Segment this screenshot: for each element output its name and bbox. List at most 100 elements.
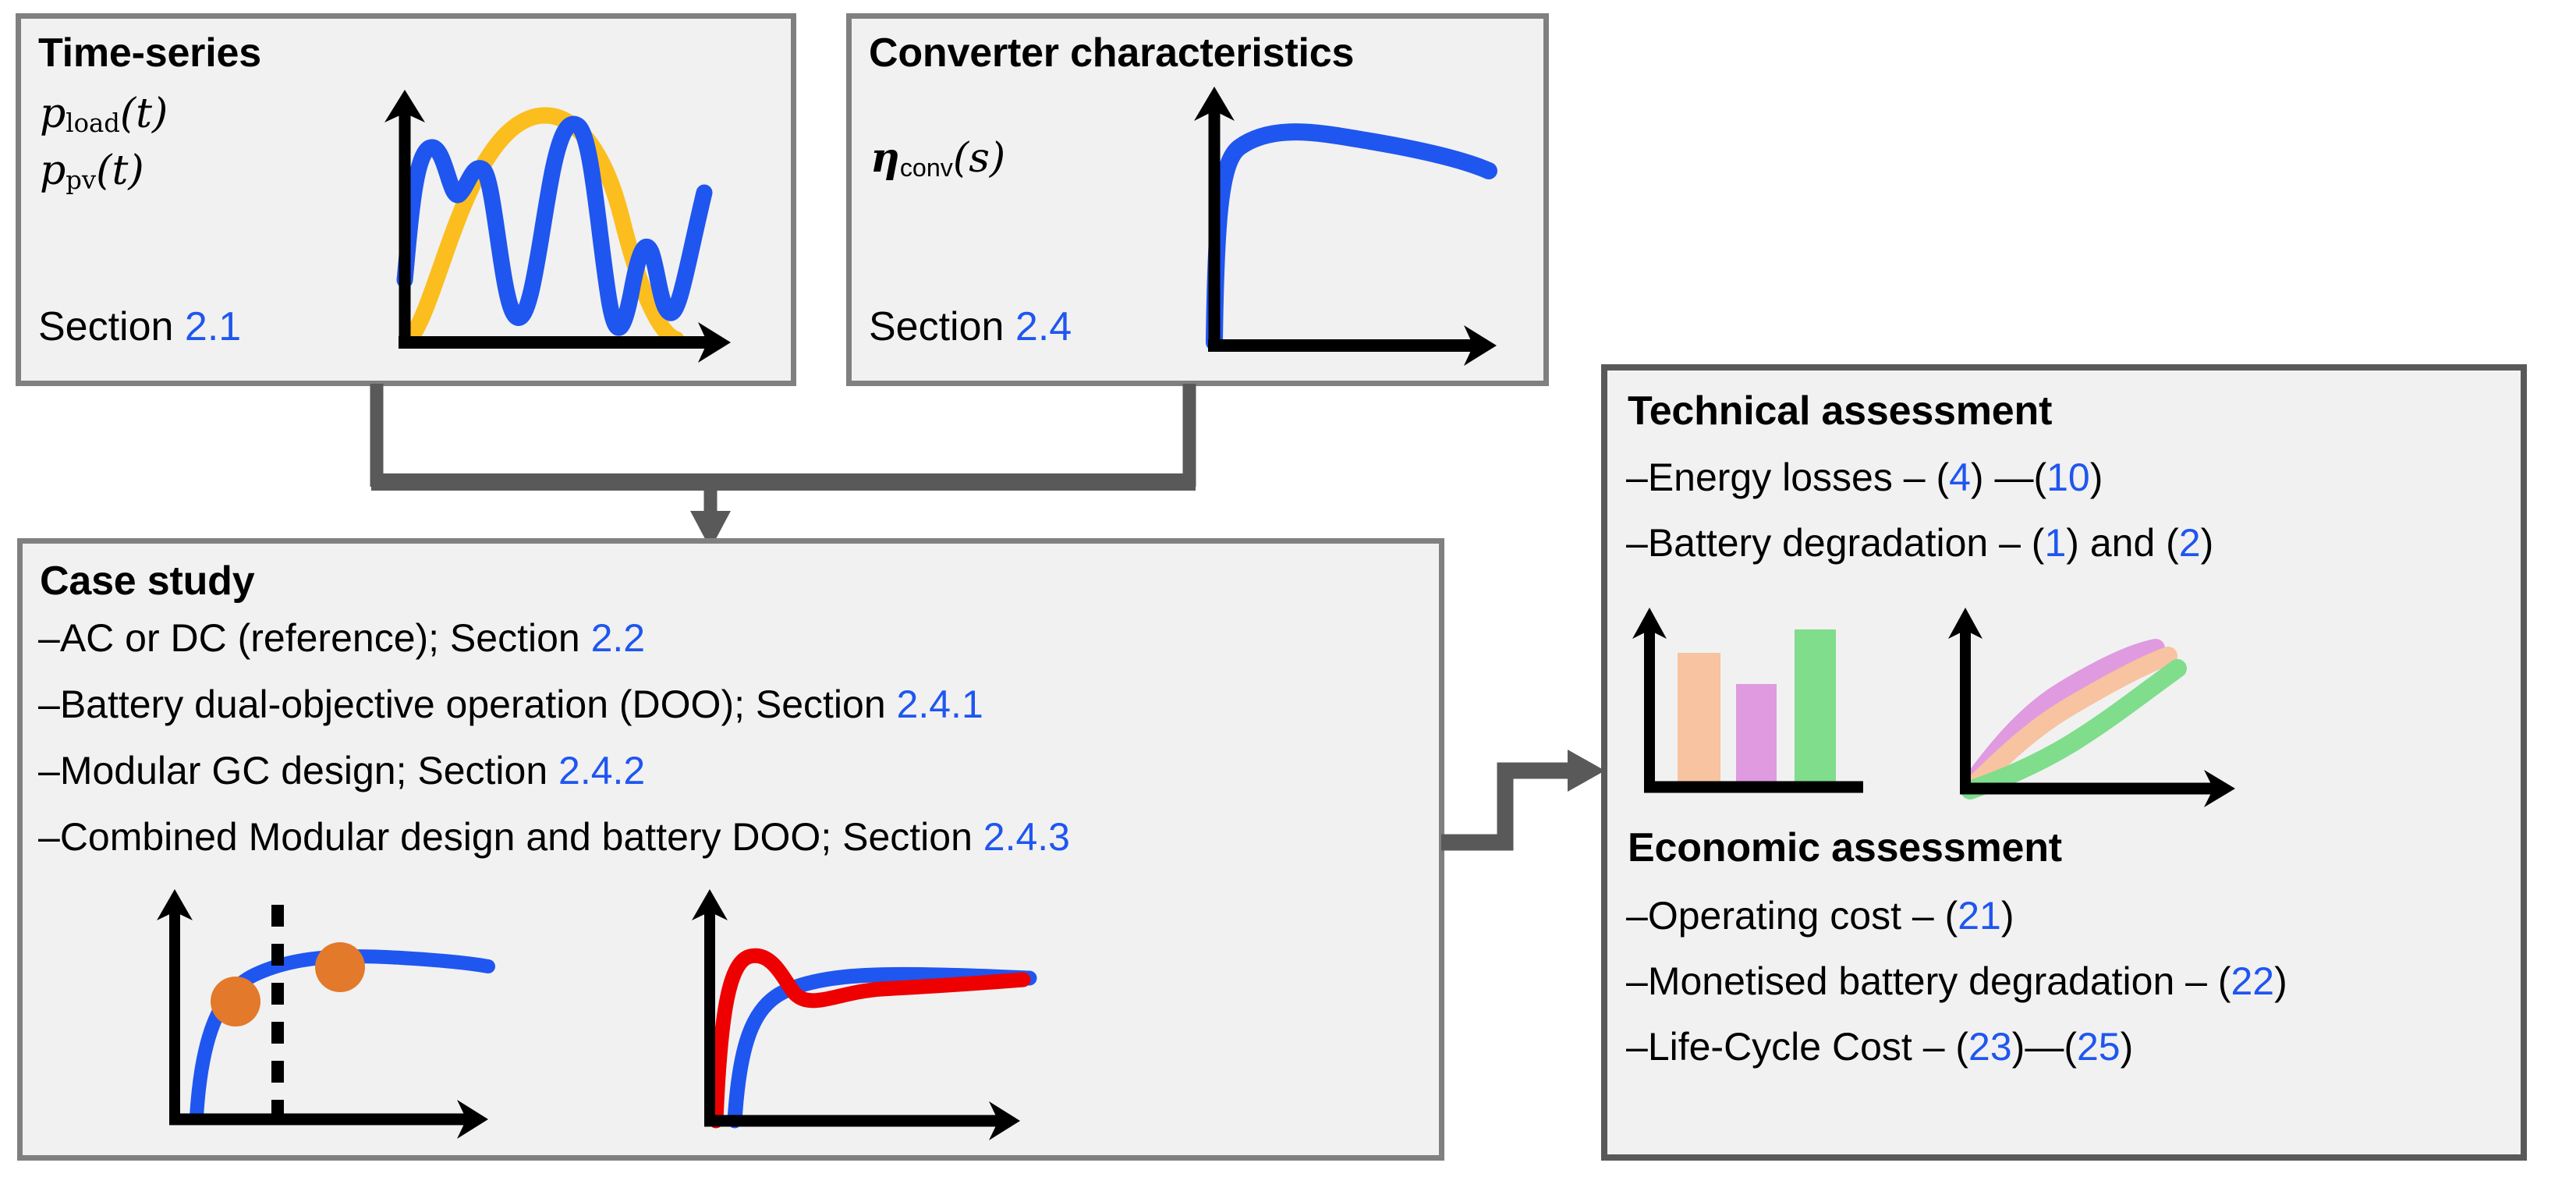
converter-section-label: Section (869, 304, 1005, 349)
item-number: 2.2 (590, 616, 646, 660)
item-number: 2.4.2 (558, 749, 646, 792)
item-number: 2.4.1 (896, 682, 983, 726)
item-text: Combined Modular design and battery DOO;… (59, 815, 983, 859)
bar-case-c (1795, 629, 1836, 784)
technical-assessment-title: Technical assessment (1628, 388, 2053, 434)
time-series-box: Time-series pload(t) ppv(t) Section 2.1 (16, 13, 796, 386)
item-mid: ) —( (1970, 456, 2047, 499)
operating-point-marker (315, 942, 365, 992)
bar-case-a (1678, 653, 1720, 784)
operating-point-marker (211, 977, 260, 1026)
eta-conv-symbol: ηconv(s) (870, 134, 1005, 183)
item-tail: ) (2120, 1025, 2134, 1069)
y-axis-arrowhead (384, 90, 425, 122)
case-study-mini-chart-left (144, 883, 549, 1156)
time-series-section-label: Section (38, 304, 174, 349)
eta-sub: conv (899, 153, 953, 182)
economic-item-3: –Life-Cycle Cost – (23)—(25) (1626, 1024, 2133, 1069)
item-tail: ) (2200, 521, 2214, 565)
item-dash: – (38, 749, 60, 792)
item-dash: – (38, 682, 60, 726)
converter-section-number: 2.4 (1015, 304, 1072, 349)
item-tail: ) (2274, 959, 2287, 1003)
connector-top-to-case-study (140, 384, 1279, 551)
saturating-curve (190, 949, 495, 1124)
item-ref-1: 22 (2231, 959, 2275, 1003)
item-dash: – (1626, 1025, 1648, 1069)
case-study-item-3: –Modular GC design; Section 2.4.2 (38, 748, 645, 793)
efficiency-curve (1206, 123, 1497, 351)
item-dash: – (38, 815, 60, 859)
case-study-item-4: –Combined Modular design and battery DOO… (38, 814, 1070, 860)
y-axis-arrowhead (692, 889, 728, 920)
item-ref-2: 25 (2076, 1025, 2121, 1069)
y-axis-arrowhead (1194, 87, 1235, 121)
economic-item-2: –Monetised battery degradation – (22) (1626, 959, 2287, 1004)
time-series-mini-chart (364, 77, 754, 374)
p-pv-sub: pv (66, 165, 97, 195)
item-tail: ) (2000, 894, 2014, 938)
item-number: 2.4.3 (983, 815, 1070, 859)
technical-item-2: –Battery degradation – (1) and (2) (1626, 520, 2213, 565)
item-dash: – (1626, 521, 1648, 565)
time-series-title: Time-series (38, 30, 261, 76)
blue-curve (727, 966, 1037, 1129)
item-ref-1: 4 (1949, 456, 1971, 499)
item-text: AC or DC (reference); Section (59, 616, 591, 660)
eta-base: η (870, 134, 900, 182)
x-axis-arrowhead (1464, 325, 1497, 366)
case-study-item-2: –Battery dual-objective operation (DOO);… (38, 682, 983, 727)
pv-curve (401, 107, 685, 348)
technical-bar-chart (1629, 604, 1941, 807)
item-text: Life-Cycle Cost – ( (1647, 1025, 1969, 1069)
right-arrowhead (1568, 750, 1605, 792)
converter-section: Section 2.4 (869, 303, 1072, 350)
economic-item-1: –Operating cost – (21) (1626, 893, 2014, 938)
x-axis-arrowhead (698, 322, 731, 363)
p-load-symbol: pload(t) (40, 90, 168, 138)
item-mid: )—( (2011, 1025, 2077, 1069)
x-axis-arrowhead (2204, 770, 2235, 807)
case-study-title: Case study (40, 558, 255, 604)
elbow-line (1441, 762, 1574, 851)
line-case-a (1961, 647, 2177, 798)
technical-line-chart (1939, 604, 2274, 807)
item-mid: ) and ( (2066, 521, 2179, 565)
p-pv-base: p (40, 147, 66, 194)
p-load-arg: (t) (119, 90, 168, 137)
red-overshoot-curve (708, 948, 1031, 1129)
connector-case-study-to-assessment (1441, 733, 1621, 858)
item-tail: ) (2089, 456, 2103, 499)
case-study-mini-chart-right (682, 883, 1087, 1156)
item-dash: – (1626, 456, 1648, 499)
p-pv-arg: (t) (96, 147, 144, 194)
item-dash: – (38, 616, 60, 660)
item-text: Battery dual-objective operation (DOO); … (59, 682, 897, 726)
converter-characteristics-box: Converter characteristics ηconv(s) Secti… (846, 13, 1549, 386)
bar-case-b (1736, 684, 1777, 784)
line-case-c (1961, 659, 2187, 799)
item-dash: – (1626, 894, 1648, 938)
item-ref-1: 21 (1958, 894, 2001, 938)
item-ref-1: 23 (1968, 1025, 2012, 1069)
item-ref-2: 10 (2046, 456, 2090, 499)
item-text: Energy losses – ( (1647, 456, 1950, 499)
eta-arg: (s) (952, 135, 1006, 182)
down-arrowhead (690, 511, 731, 549)
y-axis-arrowhead (1632, 608, 1667, 639)
load-curve (396, 115, 713, 336)
p-load-base: p (40, 90, 66, 137)
p-load-sub: load (66, 108, 120, 138)
item-dash: – (1626, 959, 1648, 1003)
case-study-box: Case study –AC or DC (reference); Sectio… (17, 538, 1444, 1161)
p-pv-symbol: ppv(t) (40, 147, 144, 195)
y-axis-arrowhead (157, 889, 193, 920)
x-axis-arrowhead (457, 1100, 488, 1139)
item-text: Monetised battery degradation – ( (1647, 959, 2231, 1003)
x-axis-arrowhead (989, 1101, 1020, 1140)
time-series-section: Section 2.1 (38, 303, 241, 350)
item-ref-1: 1 (2044, 521, 2067, 565)
converter-mini-chart (1121, 62, 1526, 374)
y-axis-arrowhead (1948, 608, 1982, 639)
